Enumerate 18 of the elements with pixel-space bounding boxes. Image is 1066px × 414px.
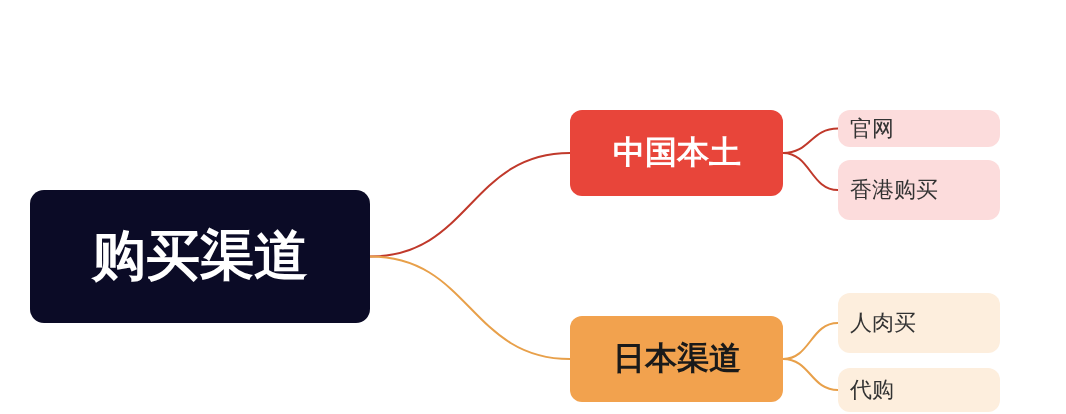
topic-label: 购买渠道 <box>92 223 308 289</box>
topic-box <box>838 110 1000 147</box>
topic-label: 日本渠道 <box>612 338 741 379</box>
topic-label: 中国本土 <box>612 132 741 173</box>
connector-line <box>782 358 839 391</box>
topic-box <box>838 293 1000 353</box>
topic-box <box>838 368 1000 412</box>
connector-line <box>782 152 839 191</box>
topic-box <box>570 110 783 196</box>
topic-box <box>838 160 1000 220</box>
topic-box <box>30 190 370 323</box>
topic-box <box>570 316 783 402</box>
topic-label: 代购 <box>850 376 894 404</box>
connector-line <box>369 152 571 258</box>
connector-line <box>369 255 571 360</box>
topic-label: 人肉买 <box>850 309 916 337</box>
topic-label: 官网 <box>850 114 894 143</box>
topic-label: 香港购买 <box>850 176 938 204</box>
